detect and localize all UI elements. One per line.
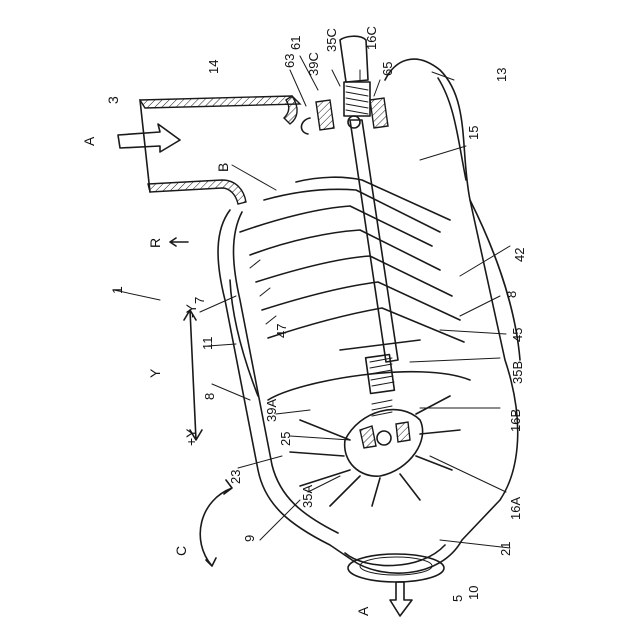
svg-text:9: 9 [242,535,257,542]
svg-text:8: 8 [202,393,217,400]
label-8-mid: 8 [202,393,217,400]
label-Y: Y [147,368,163,378]
label-61: 61 [288,36,303,50]
svg-text:11: 11 [200,337,215,351]
label-23: 23 [228,470,243,484]
svg-text:35B: 35B [510,361,525,384]
lower-rotor-hub [345,400,423,476]
label-15: 15 [466,126,481,140]
label-10: 10 [466,586,481,600]
svg-text:35A: 35A [300,485,315,508]
flow-arrow-bottom [390,582,412,616]
flow-arrow-top [118,124,180,152]
svg-text:35C: 35C [324,28,339,52]
leader-lines [114,56,510,548]
shaft [340,36,398,362]
label-35A: 35A [300,485,315,508]
svg-text:10: 10 [466,586,481,600]
label-63: 63 [282,54,297,68]
label-42: 42 [512,248,527,262]
svg-text:45: 45 [510,328,525,342]
label-39A: 39A [264,399,279,422]
svg-text:Y: Y [147,368,163,378]
svg-text:25: 25 [278,432,293,446]
svg-text:7: 7 [192,297,207,304]
label-7: 7 [192,297,207,304]
svg-text:3: 3 [105,96,121,104]
label-3: 3 [105,96,121,104]
svg-text:13: 13 [494,68,509,82]
label-11: 11 [200,337,215,351]
label-35C: 35C [324,28,339,52]
label-21: 21 [498,542,513,556]
label-47: 47 [274,324,289,338]
svg-text:61: 61 [288,36,303,50]
svg-text:21: 21 [498,542,513,556]
axis-Y [184,310,202,440]
label-35B: 35B [510,361,525,384]
label-B: B [215,163,231,172]
helical-vanes [230,177,464,396]
label-C: C [173,546,189,556]
svg-text:8: 8 [504,291,519,298]
svg-text:B: B [215,163,231,172]
label-8-top: 8 [504,291,519,298]
label-16C: 16C [364,26,379,50]
svg-text:A: A [355,606,371,616]
label-25: 25 [278,432,293,446]
svg-text:39C: 39C [306,52,321,76]
svg-text:16C: 16C [364,26,379,50]
svg-text:65: 65 [380,62,395,76]
label-45: 45 [510,328,525,342]
svg-text:23: 23 [228,470,243,484]
label-13: 13 [494,68,509,82]
svg-text:63: 63 [282,54,297,68]
label-5: 5 [450,595,465,602]
svg-text:15: 15 [466,126,481,140]
label-1: 1 [109,286,125,294]
svg-text:+Y: +Y [183,428,199,446]
label-16A: 16A [508,497,523,520]
svg-text:1: 1 [109,286,125,294]
arrow-C [200,480,232,566]
label-plus-Y: +Y [183,428,199,446]
arrow-R [170,238,188,246]
svg-text:5: 5 [450,595,465,602]
label-R: R [147,238,163,248]
svg-text:14: 14 [206,60,221,74]
svg-text:42: 42 [512,248,527,262]
middle-spring-assembly [340,340,420,393]
svg-text:C: C [173,546,189,556]
svg-text:47: 47 [274,324,289,338]
label-65: 65 [380,62,395,76]
svg-text:-Y: -Y [183,303,199,318]
svg-text:39A: 39A [264,399,279,422]
svg-text:A: A [81,136,97,146]
top-spring-assembly [301,82,388,134]
label-16B: 16B [508,409,523,432]
label-A-bottom: A [355,606,371,616]
label-39C: 39C [306,52,321,76]
svg-text:R: R [147,238,163,248]
label-14: 14 [206,60,221,74]
label-A-top: A [81,136,97,146]
svg-text:16B: 16B [508,409,523,432]
label-9: 9 [242,535,257,542]
label-minus-Y: -Y [183,303,199,318]
svg-text:16A: 16A [508,497,523,520]
